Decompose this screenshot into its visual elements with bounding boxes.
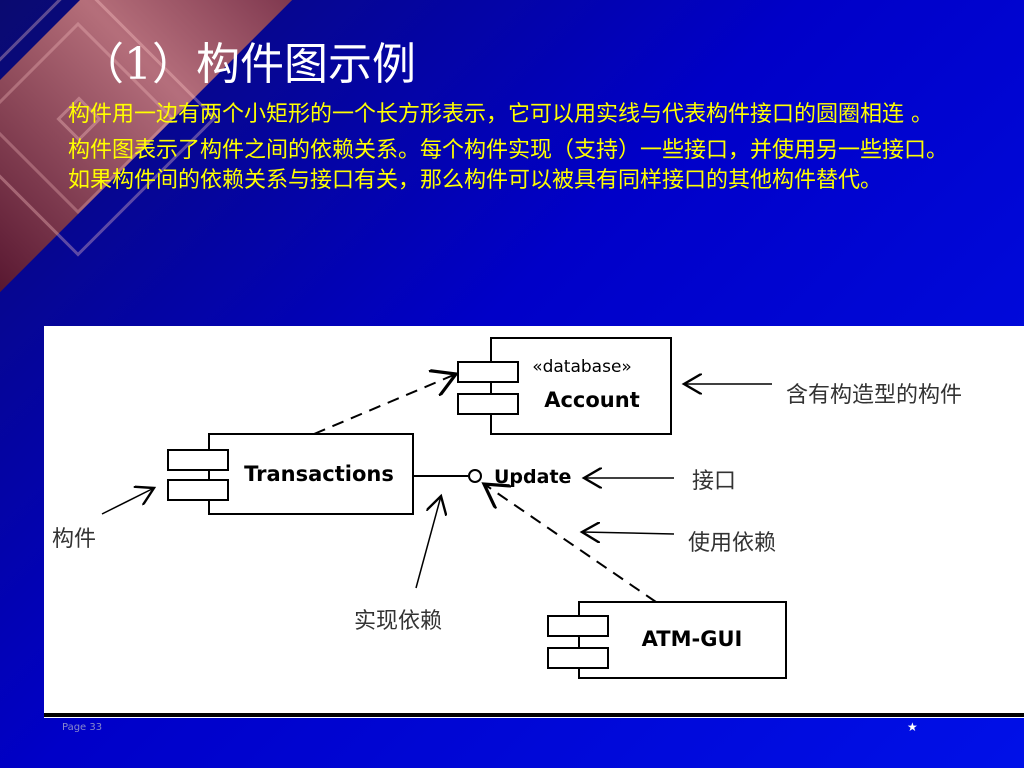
paragraph-component-notation: 构件用一边有两个小矩形的一个长方形表示，它可以用实线与代表构件接口的圆圈相连 。 <box>68 102 933 127</box>
component-diagram: «database» Account Transactions ATM-GUI … <box>52 337 962 679</box>
figure-bottom-rule <box>44 713 1024 717</box>
arrow-to-realization <box>415 496 441 589</box>
transactions-port-bottom <box>167 479 229 501</box>
transactions-component: Transactions <box>167 433 414 515</box>
update-interface-circle <box>468 469 482 483</box>
arrow-to-transactions <box>101 488 154 515</box>
component-diagram-figure: «database» Account Transactions ATM-GUI … <box>44 326 1024 718</box>
atm-gui-name: ATM-GUI <box>642 627 743 651</box>
atm-gui-port-top <box>547 615 609 637</box>
slide-body: 构件用一边有两个小矩形的一个长方形表示，它可以用实线与代表构件接口的圆圈相连 。… <box>68 100 968 202</box>
account-port-top <box>457 361 519 383</box>
slide-title: （1）构件图示例 <box>80 39 416 90</box>
arrow-to-usage-dependency <box>582 532 675 534</box>
transactions-port-top <box>167 449 229 471</box>
account-port-bottom <box>457 393 519 415</box>
label-component: 构件 <box>52 527 96 552</box>
label-stereotyped-component: 含有构造型的构件 <box>786 383 962 408</box>
atm-gui-port-bottom <box>547 647 609 669</box>
label-usage-dependency: 使用依赖 <box>688 531 776 556</box>
account-name: Account <box>544 388 640 412</box>
dependency-transactions-to-account <box>313 374 456 435</box>
page-number: Page 33 <box>62 722 103 733</box>
account-stereotype: «database» <box>532 357 632 377</box>
label-realization-dependency: 实现依赖 <box>354 609 442 634</box>
usage-dependency-line <box>484 484 657 603</box>
footer-star-icon: ★ <box>907 720 918 734</box>
label-interface: 接口 <box>692 469 736 494</box>
interface-name: Update <box>494 466 571 488</box>
account-component: «database» Account <box>457 337 672 435</box>
atm-gui-component: ATM-GUI <box>547 601 787 679</box>
transactions-name: Transactions <box>244 462 394 486</box>
paragraph-component-dependency: 构件图表示了构件之间的依赖关系。每个构件实现（支持）一些接口，并使用另一些接口。… <box>68 138 949 193</box>
